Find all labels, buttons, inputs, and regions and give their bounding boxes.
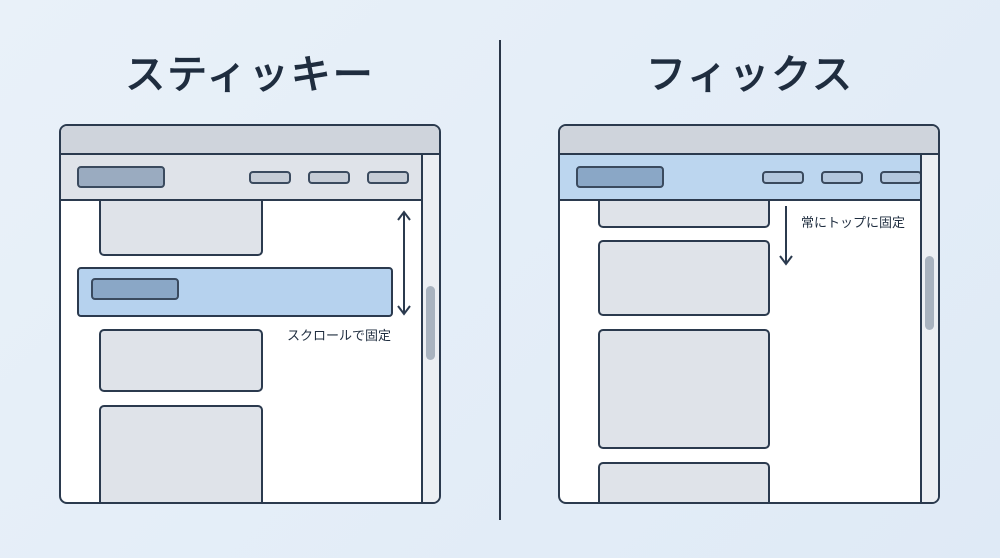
window-titlebar — [560, 126, 938, 155]
content-block — [99, 201, 263, 256]
page-header — [61, 155, 425, 201]
content-block — [598, 329, 770, 449]
fixed-annotation: 常にトップに固定 — [801, 216, 906, 231]
fixed-browser-window — [558, 124, 940, 504]
scrollbar-track[interactable] — [920, 155, 938, 502]
sticky-title: スティッキー — [125, 52, 375, 98]
scrollbar-thumb[interactable] — [925, 256, 934, 330]
content-block — [598, 201, 770, 228]
content-block — [598, 462, 770, 502]
sticky-element-inner — [91, 278, 179, 300]
header-logo — [576, 166, 664, 188]
sticky-element — [77, 267, 393, 317]
center-divider — [499, 40, 501, 520]
content-block — [598, 240, 770, 316]
fixed-title: フィックス — [646, 52, 854, 98]
nav-item — [762, 171, 804, 184]
nav-item — [367, 171, 409, 184]
nav-item — [821, 171, 863, 184]
content-block — [99, 329, 263, 392]
nav-item — [308, 171, 350, 184]
nav-item — [880, 171, 922, 184]
down-arrow-icon — [779, 206, 793, 266]
header-logo — [77, 166, 165, 188]
sticky-browser-window — [59, 124, 441, 504]
scrollbar-track[interactable] — [421, 155, 439, 502]
double-headed-vertical-arrow-icon — [397, 210, 411, 316]
window-titlebar — [61, 126, 439, 155]
content-block — [99, 405, 263, 502]
scrollbar-thumb[interactable] — [426, 286, 435, 360]
nav-item — [249, 171, 291, 184]
fixed-header — [560, 155, 924, 201]
sticky-annotation: スクロールで固定 — [287, 329, 392, 344]
